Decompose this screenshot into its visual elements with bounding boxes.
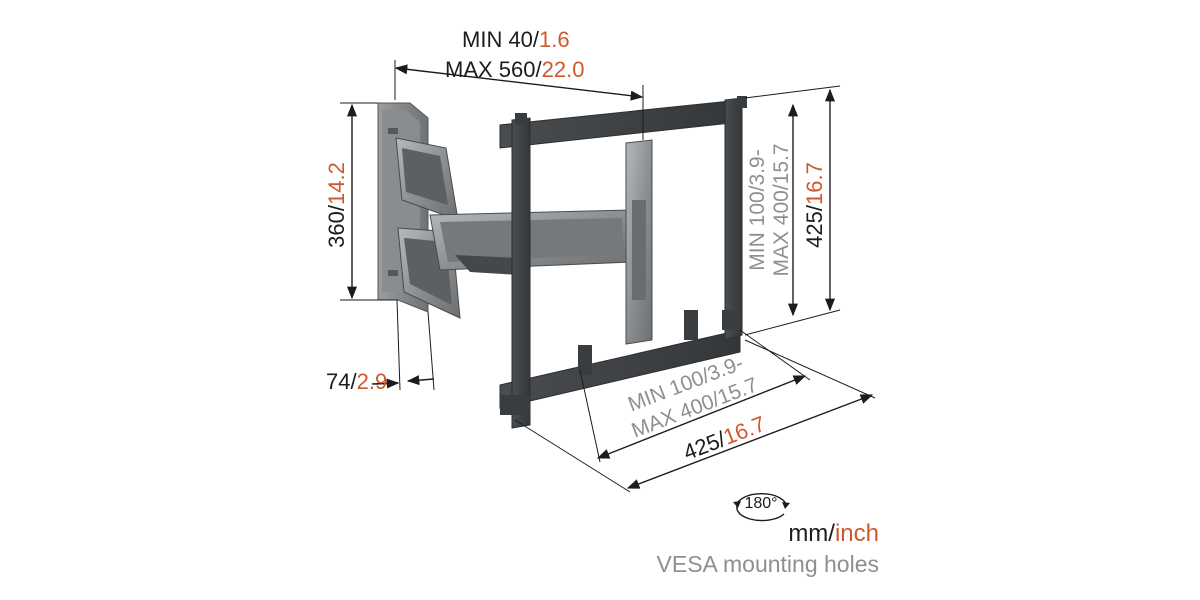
main-arm bbox=[429, 209, 633, 275]
tv-frame bbox=[499, 96, 747, 429]
plate-height-label: 360/14.2 bbox=[324, 162, 349, 248]
units-legend: mm/inch bbox=[788, 520, 879, 547]
rotate-180-icon bbox=[733, 493, 790, 522]
plate-depth-label: 74/2.9 bbox=[326, 369, 387, 394]
mount-illustration bbox=[377, 96, 747, 429]
rotation-label: 180° bbox=[744, 495, 777, 512]
frame-height-label: 425/16.7 bbox=[802, 162, 827, 248]
depth-min-label: MIN 40/1.6 bbox=[462, 27, 570, 52]
upper-arm bbox=[395, 137, 459, 221]
vesa-vertical-line1: MIN 100/3.9- bbox=[746, 149, 769, 270]
vesa-vertical-line2: MAX 400/15.7 bbox=[770, 143, 793, 276]
dimension-lines bbox=[340, 60, 876, 493]
vesa-legend: VESA mounting holes bbox=[657, 551, 879, 577]
depth-max-label: MAX 560/22.0 bbox=[445, 57, 584, 82]
